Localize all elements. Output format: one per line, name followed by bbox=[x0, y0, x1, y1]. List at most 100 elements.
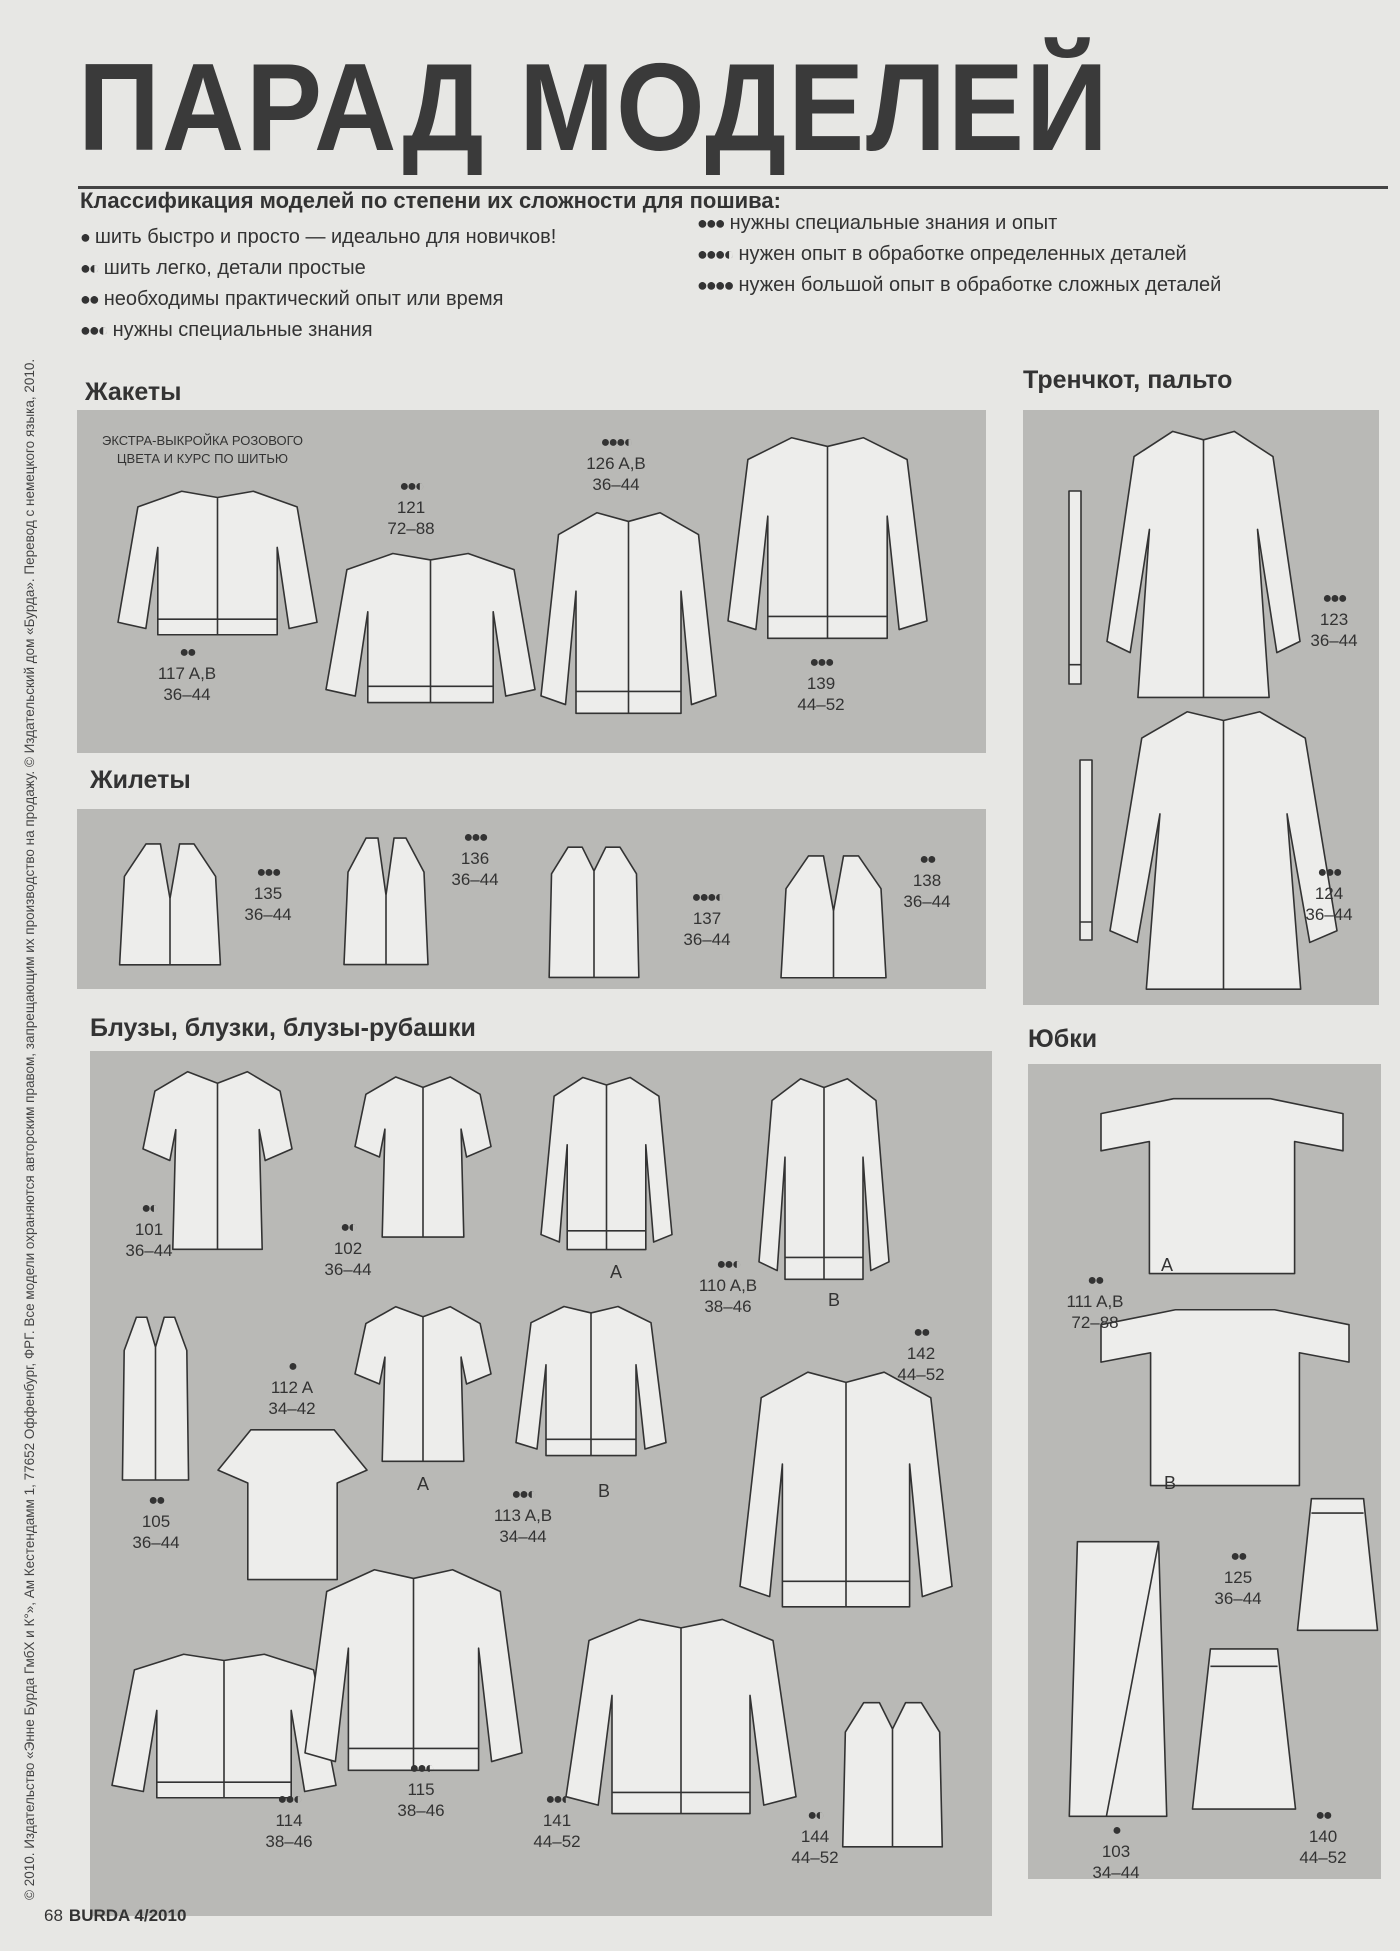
difficulty-dots: ●● bbox=[913, 1324, 930, 1341]
garment-outline bbox=[1069, 491, 1081, 684]
model-sizes: 36–44 bbox=[1305, 905, 1353, 924]
model-sizes: 36–44 bbox=[451, 870, 499, 889]
garment-outline bbox=[566, 1619, 796, 1813]
garment-top-drawing bbox=[218, 1425, 367, 1586]
difficulty-dots: ●● bbox=[80, 289, 100, 309]
model-sizes: 36–44 bbox=[244, 905, 292, 924]
garment-sleeveless-drawing bbox=[112, 1312, 199, 1487]
model-sizes: 36–44 bbox=[903, 892, 951, 911]
variant-letter: B bbox=[597, 1481, 611, 1501]
model-number: 101 bbox=[134, 1220, 164, 1239]
garment-jacket-drawing bbox=[728, 429, 927, 647]
model-sizes: 36–44 bbox=[163, 685, 211, 704]
model-number: 124 bbox=[1314, 884, 1344, 903]
model-number: 139 bbox=[806, 674, 836, 693]
garment-outline bbox=[344, 838, 428, 964]
model-sizes: 44–52 bbox=[791, 1848, 839, 1867]
difficulty-dots: ●●◐ bbox=[80, 320, 109, 340]
garment-outline bbox=[118, 491, 317, 635]
difficulty-dots: ●●●● bbox=[697, 275, 734, 295]
legend-text: шить быстро и просто — идеально для нови… bbox=[94, 226, 557, 248]
garment-outline bbox=[1101, 1099, 1343, 1274]
variant-letter: A bbox=[416, 1474, 430, 1494]
side-credit: © 2010. Издательство «Энне Бурда ГмбХ и … bbox=[22, 358, 37, 1900]
garment-outline bbox=[759, 1079, 889, 1280]
model-sizes: 72–88 bbox=[1071, 1313, 1119, 1332]
variant-letter: B bbox=[1163, 1473, 1177, 1493]
difficulty-dots: ●●●◐ bbox=[697, 244, 734, 264]
model-number: 125 bbox=[1223, 1568, 1253, 1587]
model-label: ●◐ 101 36–44 bbox=[125, 1198, 172, 1261]
garment-belt-drawing bbox=[1055, 491, 1095, 684]
garment-wrap-drawing bbox=[1060, 1536, 1176, 1822]
model-number: 114 bbox=[275, 1811, 303, 1830]
garment-outline bbox=[1192, 1649, 1295, 1809]
variant-letter: A bbox=[609, 1262, 623, 1282]
garment-outline bbox=[305, 1570, 522, 1771]
garment-outline bbox=[120, 844, 221, 965]
garment-outline bbox=[112, 1654, 336, 1798]
difficulty-dots: ●●◐ bbox=[409, 1760, 435, 1777]
legend-text: шить легко, детали простые bbox=[103, 257, 366, 279]
difficulty-dots: ●●◐ bbox=[511, 1486, 536, 1503]
garment-outline bbox=[143, 1072, 292, 1250]
difficulty-dots: ●◐ bbox=[141, 1200, 158, 1217]
difficulty-dots: ●●◐ bbox=[716, 1256, 741, 1273]
model-sizes: 36–44 bbox=[324, 1260, 372, 1279]
garment-blouse-drawing bbox=[355, 1070, 491, 1244]
garment-outline bbox=[740, 1372, 952, 1607]
garment-jacket-drawing bbox=[541, 504, 716, 722]
difficulty-dots: ●●◐ bbox=[545, 1791, 571, 1808]
garment-outline bbox=[1069, 1542, 1166, 1817]
title-rule bbox=[78, 186, 1388, 189]
garment-skirt-drawing bbox=[1188, 1642, 1300, 1816]
model-number: 135 bbox=[253, 884, 283, 903]
garment-outline bbox=[1101, 1310, 1349, 1486]
model-sizes: 36–44 bbox=[683, 930, 731, 949]
garment-outline bbox=[1110, 712, 1337, 989]
legend-text: нужен большой опыт в обработке сложных д… bbox=[738, 274, 1222, 296]
page-title: ПАРАД МОДЕЛЕЙ bbox=[78, 39, 1110, 177]
difficulty-dots: ● bbox=[1112, 1822, 1122, 1839]
model-sizes: 72–88 bbox=[387, 519, 435, 538]
legend-item: ●●необходимы практический опыт или время bbox=[80, 288, 503, 311]
model-sizes: 44–52 bbox=[1299, 1848, 1347, 1867]
model-sizes: 44–52 bbox=[797, 695, 845, 714]
garment-outline bbox=[1297, 1499, 1377, 1631]
garment-vest-drawing bbox=[771, 852, 896, 983]
model-sizes: 36–44 bbox=[125, 1241, 173, 1260]
variant-letter: B bbox=[827, 1290, 841, 1310]
model-number: 113 A,B bbox=[493, 1506, 553, 1525]
garment-jacket-drawing bbox=[326, 547, 535, 709]
model-number: 137 bbox=[692, 909, 722, 928]
difficulty-dots: ● bbox=[80, 227, 91, 247]
legend-item: ●◐шить легко, детали простые bbox=[80, 257, 366, 280]
page-number: 68 bbox=[44, 1906, 63, 1925]
model-number: 126 A,B bbox=[586, 454, 646, 473]
model-sizes: 34–42 bbox=[268, 1399, 316, 1418]
legend-item: ●шить быстро и просто — идеально для нов… bbox=[80, 226, 556, 249]
difficulty-dots: ●●● bbox=[1322, 590, 1348, 607]
model-sizes: 38–46 bbox=[397, 1801, 445, 1820]
garment-jacket-drawing bbox=[759, 1070, 889, 1288]
garment-outline bbox=[355, 1307, 491, 1462]
garment-outline bbox=[781, 856, 886, 978]
difficulty-dots: ●●● bbox=[697, 213, 726, 233]
difficulty-dots: ●◐ bbox=[807, 1807, 824, 1824]
garment-stole-drawing bbox=[1101, 1306, 1349, 1493]
model-sizes: 34–44 bbox=[499, 1527, 547, 1546]
model-label: ●●◐ 113 A,B 34–44 bbox=[494, 1484, 552, 1547]
garment-coat-drawing bbox=[1110, 703, 1337, 995]
legend-text: нужен опыт в обработке определенных дета… bbox=[738, 243, 1187, 265]
model-number: 103 bbox=[1101, 1842, 1131, 1861]
difficulty-dots: ●●● bbox=[256, 864, 282, 881]
